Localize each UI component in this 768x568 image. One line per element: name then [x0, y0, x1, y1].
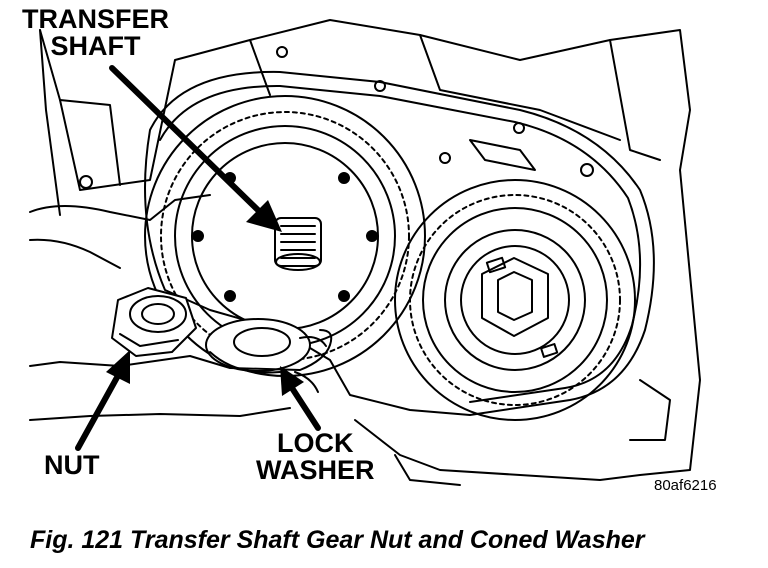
nut-arrow	[75, 350, 130, 451]
transfer-shaft-label: TRANSFER SHAFT	[22, 6, 169, 60]
loose-nut	[111, 287, 197, 357]
lock-washer-label-line2: WASHER	[256, 455, 375, 485]
output-gear-hex-nut	[481, 256, 559, 358]
transfer-shaft-label-line2: SHAFT	[50, 31, 141, 61]
gear-case-cover	[144, 70, 655, 416]
transfer-shaft-arrow	[109, 65, 282, 232]
hand-upper	[29, 194, 211, 269]
callout-arrows	[75, 65, 321, 451]
transfer-shaft-end	[274, 217, 322, 271]
nut-label: NUT	[44, 450, 100, 480]
lock-washer-arrow	[280, 366, 321, 431]
lock-washer-label-line1: LOCK	[277, 428, 354, 458]
transfer-shaft-label-line1: TRANSFER	[22, 4, 169, 34]
lock-washer-label: LOCK WASHER	[256, 430, 375, 484]
figure-caption: Fig. 121 Transfer Shaft Gear Nut and Con…	[30, 526, 645, 554]
hand-lower	[29, 329, 333, 421]
figure-code: 80af6216	[654, 477, 717, 494]
output-gear	[394, 179, 636, 421]
lock-washer	[205, 318, 311, 374]
engine-block-outline	[39, 19, 701, 486]
